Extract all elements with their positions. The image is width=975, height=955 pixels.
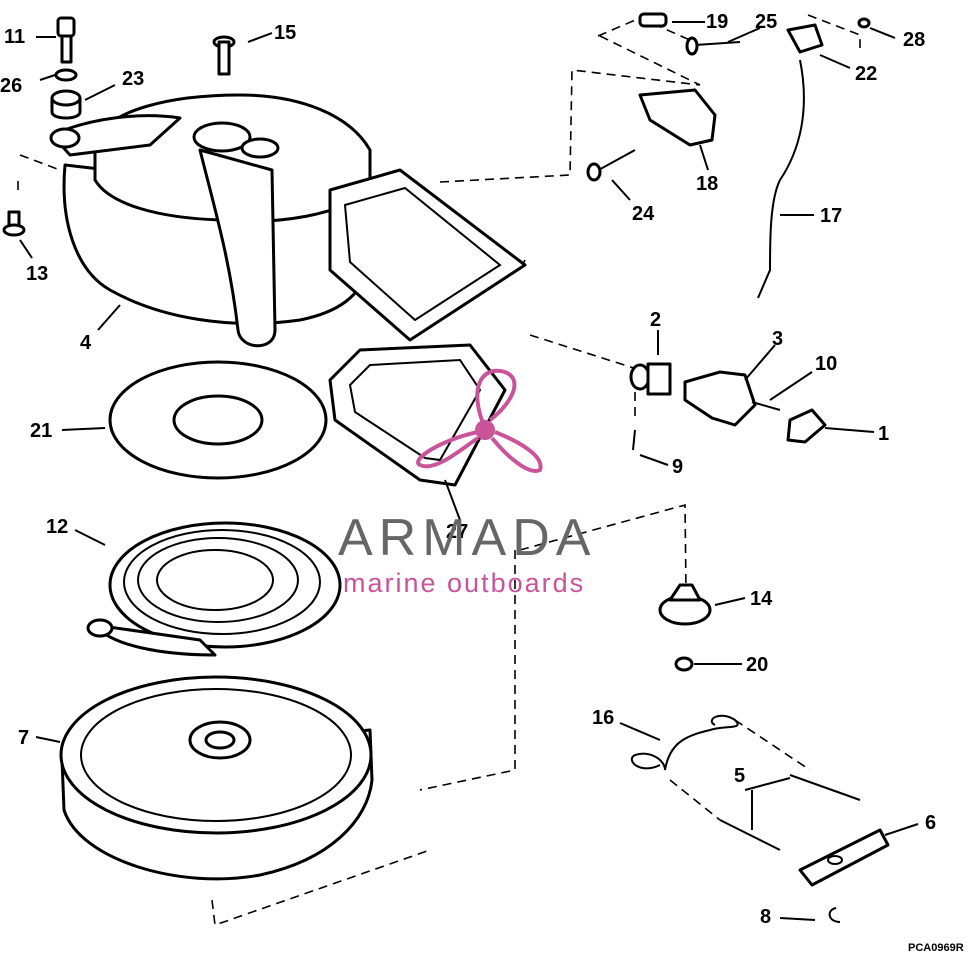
callout-12: 12	[46, 516, 68, 538]
callout-17: 17	[820, 205, 842, 227]
callout-5: 5	[734, 765, 745, 787]
callout-11: 11	[4, 26, 25, 48]
callout-28: 28	[903, 29, 925, 51]
watermark-tagline: marine outboards	[343, 568, 585, 598]
callout-25: 25	[755, 11, 777, 33]
part-1-insert	[786, 408, 827, 444]
callout-24: 24	[632, 203, 655, 225]
callout-13: 13	[26, 263, 48, 285]
part-2-anchor	[629, 362, 672, 396]
callout-22: 22	[855, 63, 877, 85]
figure-code: PCA0969R	[908, 942, 964, 954]
part-24-pin	[586, 149, 636, 182]
part-4-starter-housing	[49, 93, 372, 348]
part-26-washer	[54, 68, 78, 82]
callout-26: 26	[0, 75, 22, 97]
callout-19: 19	[706, 11, 728, 33]
callout-6: 6	[925, 812, 936, 834]
callout-21: 21	[30, 420, 52, 442]
part-12-rewind-spring	[86, 521, 342, 657]
callout-labels: 11 15 19 25 28 26 23 22 13 18 17 24 4 2 …	[0, 11, 936, 928]
part-21-plate	[108, 360, 328, 480]
part-25-pin	[685, 36, 741, 56]
callout-1: 1	[878, 423, 889, 445]
part-8-clip	[828, 907, 841, 923]
part-13-rivet	[2, 210, 26, 237]
callout-20: 20	[746, 654, 768, 676]
part-9-pin	[632, 429, 636, 451]
part-11-screw	[56, 16, 76, 64]
part-28-screw	[857, 17, 871, 29]
leader-lines	[19, 21, 919, 921]
part-27-rope-guide-frame	[328, 168, 527, 487]
callout-16: 16	[592, 707, 614, 729]
part-22-clip	[786, 23, 824, 54]
callout-15: 15	[274, 22, 296, 44]
part-16-spring	[630, 714, 739, 771]
callout-27: 27	[446, 521, 468, 543]
callout-3: 3	[772, 328, 783, 350]
part-14-cup	[658, 583, 712, 626]
part-10-retainer	[751, 401, 781, 411]
callout-4: 4	[80, 332, 92, 354]
part-7-pulley	[59, 675, 374, 881]
part-3-handle	[683, 370, 757, 427]
part-5-pawls	[719, 774, 861, 851]
part-18-interlock-lever	[638, 88, 717, 147]
part-23-bushing	[50, 89, 82, 120]
callout-14: 14	[750, 588, 773, 610]
part-19-spring	[638, 12, 668, 28]
callout-2: 2	[650, 309, 661, 331]
watermark-name: ARMADA	[338, 509, 596, 567]
part-6-pawl	[798, 828, 890, 887]
part-15-bolt	[212, 35, 236, 76]
callout-18: 18	[696, 173, 718, 195]
callout-8: 8	[760, 906, 771, 928]
callout-10: 10	[815, 353, 837, 375]
part-17-link-rod	[757, 59, 805, 299]
watermark: ARMADA marine outboards	[338, 368, 596, 598]
propeller-logo-icon	[416, 368, 543, 473]
part-20-ring	[674, 656, 694, 672]
callout-7: 7	[18, 727, 29, 749]
callout-23: 23	[122, 68, 144, 90]
callout-9: 9	[672, 456, 683, 478]
